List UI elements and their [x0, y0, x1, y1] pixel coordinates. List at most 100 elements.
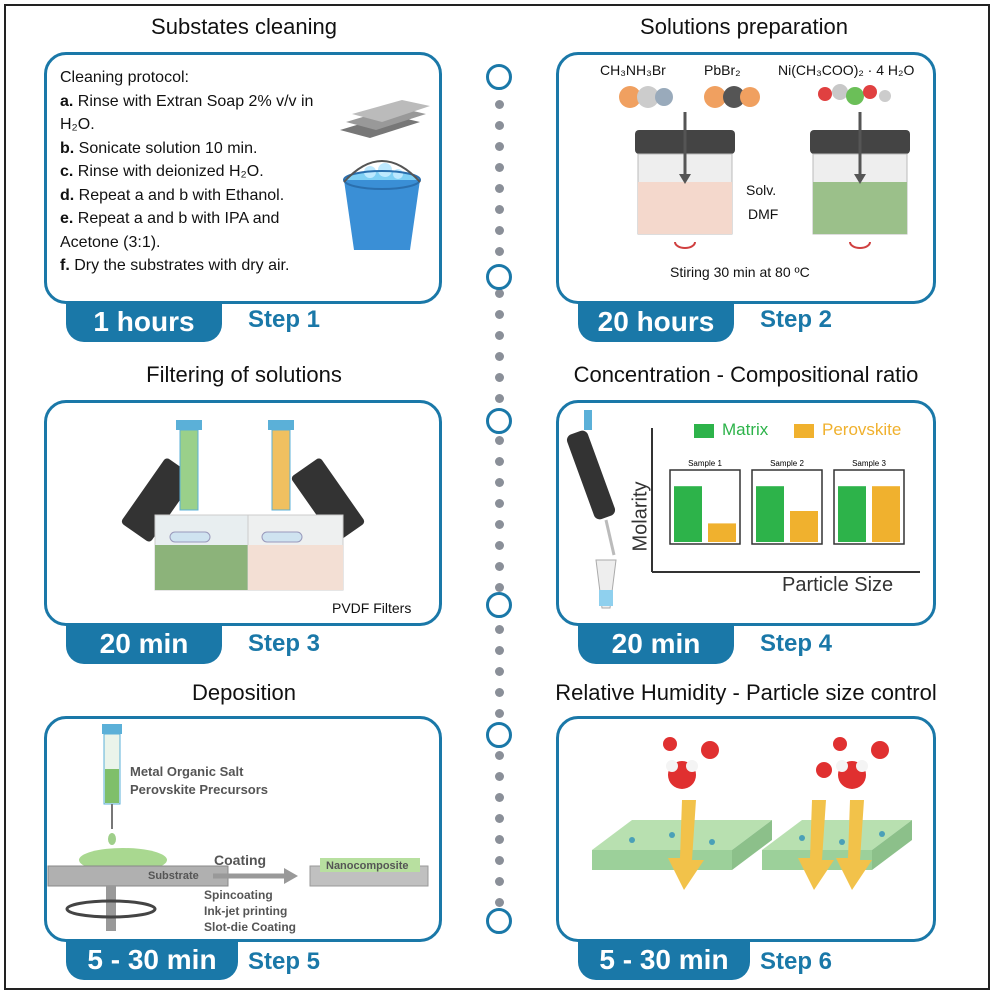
connector-dot: [495, 772, 504, 781]
matrix-bar: [674, 486, 702, 542]
molarity-axis-label: Molarity: [629, 481, 652, 552]
method-spincoating: Spincoating: [204, 888, 273, 902]
connector-dot: [495, 310, 504, 319]
concentration-axes: [651, 428, 920, 573]
connector-dot: [495, 709, 504, 718]
perovskite-bar: [872, 486, 900, 542]
substrate-label: Substrate: [148, 870, 199, 882]
timeline-node: [486, 592, 512, 618]
perovskite-bar: [790, 511, 818, 542]
coating-label: Coating: [214, 852, 267, 868]
cleaning-header: Cleaning protocol:: [60, 69, 189, 86]
timeline-node: [486, 264, 512, 290]
filtering-illustration: [121, 420, 365, 591]
connector-dot: [495, 667, 504, 676]
method-inkjet: Ink-jet printing: [204, 904, 288, 918]
connector-dot: [495, 226, 504, 235]
legend-perovskite-label: Perovskite: [822, 420, 902, 439]
connector-dot: [495, 541, 504, 550]
cleaning-protocol: Cleaning protocol: a. Rinse with Extran …: [60, 66, 330, 278]
connector-dot: [495, 499, 504, 508]
timeline-node: [486, 408, 512, 434]
stirring-label: Stiring 30 min at 80 ºC: [670, 264, 810, 280]
sample-label: Sample 3: [852, 459, 886, 468]
cleaning-item-a: a. Rinse with Extran Soap 2% v/v in H₂O.: [60, 92, 314, 134]
pipette-illustration: [566, 410, 617, 609]
step1-label: Step 1: [248, 306, 321, 333]
connector-dot: [495, 898, 504, 907]
humidity-illustration: [592, 737, 912, 890]
step3-time: 20 min: [66, 624, 222, 664]
connector-dot: [495, 625, 504, 634]
reagent-lead-bromide: PbBr₂: [704, 62, 741, 78]
matrix-bar: [756, 486, 784, 542]
timeline-node: [486, 722, 512, 748]
connector-dot: [495, 121, 504, 130]
connector-dot: [495, 856, 504, 865]
connector-dot: [495, 205, 504, 214]
step6-title: Relative Humidity - Particle size contro…: [555, 680, 937, 705]
solutions-illustration: [619, 84, 910, 249]
legend-matrix-label: Matrix: [722, 420, 769, 439]
legend-perovskite-swatch: [794, 424, 814, 438]
method-slotdie: Slot-die Coating: [204, 920, 296, 934]
step6-time: 5 - 30 min: [578, 940, 750, 980]
connector-dot: [495, 436, 504, 445]
legend-matrix-swatch: [694, 424, 714, 438]
precursor-line1: Metal Organic Salt: [130, 764, 244, 779]
deposition-illustration: [47, 724, 429, 931]
connector-dot: [495, 751, 504, 760]
step4-time: 20 min: [578, 624, 734, 664]
connector-dot: [495, 877, 504, 886]
connector-dot: [495, 352, 504, 361]
perovskite-bar: [708, 523, 736, 542]
sample-label: Sample 1: [688, 459, 722, 468]
step3-panel: [44, 400, 442, 626]
step6-label: Step 6: [760, 948, 833, 975]
reagent-nickel-acetate: Ni(CH₃COO)₂ · 4 H₂O: [778, 62, 915, 78]
substrates-illustration: [340, 100, 430, 250]
sample-label: Sample 2: [770, 459, 804, 468]
precursor-line2: Perovskite Precursors: [130, 782, 269, 797]
cleaning-item-e: e. Repeat a and b with IPA and Acetone (…: [60, 210, 280, 251]
timeline-node: [486, 908, 512, 934]
nanocomposite-label: Nanocomposite: [326, 860, 409, 872]
connector-dot: [495, 835, 504, 844]
step2-time: 20 hours: [578, 302, 734, 342]
step4-title: Concentration - Compositional ratio: [573, 362, 919, 387]
matrix-bar: [838, 486, 866, 542]
connector-dot: [495, 247, 504, 256]
step2-title: Solutions preparation: [640, 14, 848, 39]
connector-dot: [495, 520, 504, 529]
step4-label: Step 4: [760, 630, 833, 657]
figure-frame: [4, 4, 990, 990]
cleaning-item-d: d. Repeat a and b with Ethanol.: [60, 186, 285, 204]
step5-title: Deposition: [192, 680, 296, 705]
timeline-node: [486, 64, 512, 90]
connector-dot: [495, 478, 504, 487]
solvent-name: DMF: [748, 206, 779, 222]
connector-dot: [495, 163, 504, 172]
cleaning-item-b: b. Sonicate solution 10 min.: [60, 139, 258, 157]
connector-dot: [495, 583, 504, 592]
step1-time: 1 hours: [66, 302, 222, 342]
connector-dot: [495, 793, 504, 802]
reagent-methylammonium: CH₃NH₃Br: [600, 62, 666, 78]
connector-dot: [495, 394, 504, 403]
step5-time: 5 - 30 min: [66, 940, 238, 980]
connector-dot: [495, 814, 504, 823]
connector-dot: [495, 688, 504, 697]
connector-dot: [495, 373, 504, 382]
cleaning-item-c: c. Rinse with deionized H₂O.: [60, 163, 264, 180]
step3-label: Step 3: [248, 630, 321, 657]
connector-dot: [495, 562, 504, 571]
solvent-label: Solv.: [746, 182, 777, 198]
step1-title: Substates cleaning: [151, 14, 337, 39]
sample-charts: Sample 1 Sample 2 Sample 3: [669, 459, 905, 545]
connector-dot: [495, 457, 504, 466]
cleaning-item-f: f. Dry the substrates with dry air.: [60, 257, 290, 274]
step3-title: Filtering of solutions: [146, 362, 342, 387]
connector-dot: [495, 100, 504, 109]
pvdf-filters-label: PVDF Filters: [332, 600, 412, 616]
connector-dot: [495, 646, 504, 655]
